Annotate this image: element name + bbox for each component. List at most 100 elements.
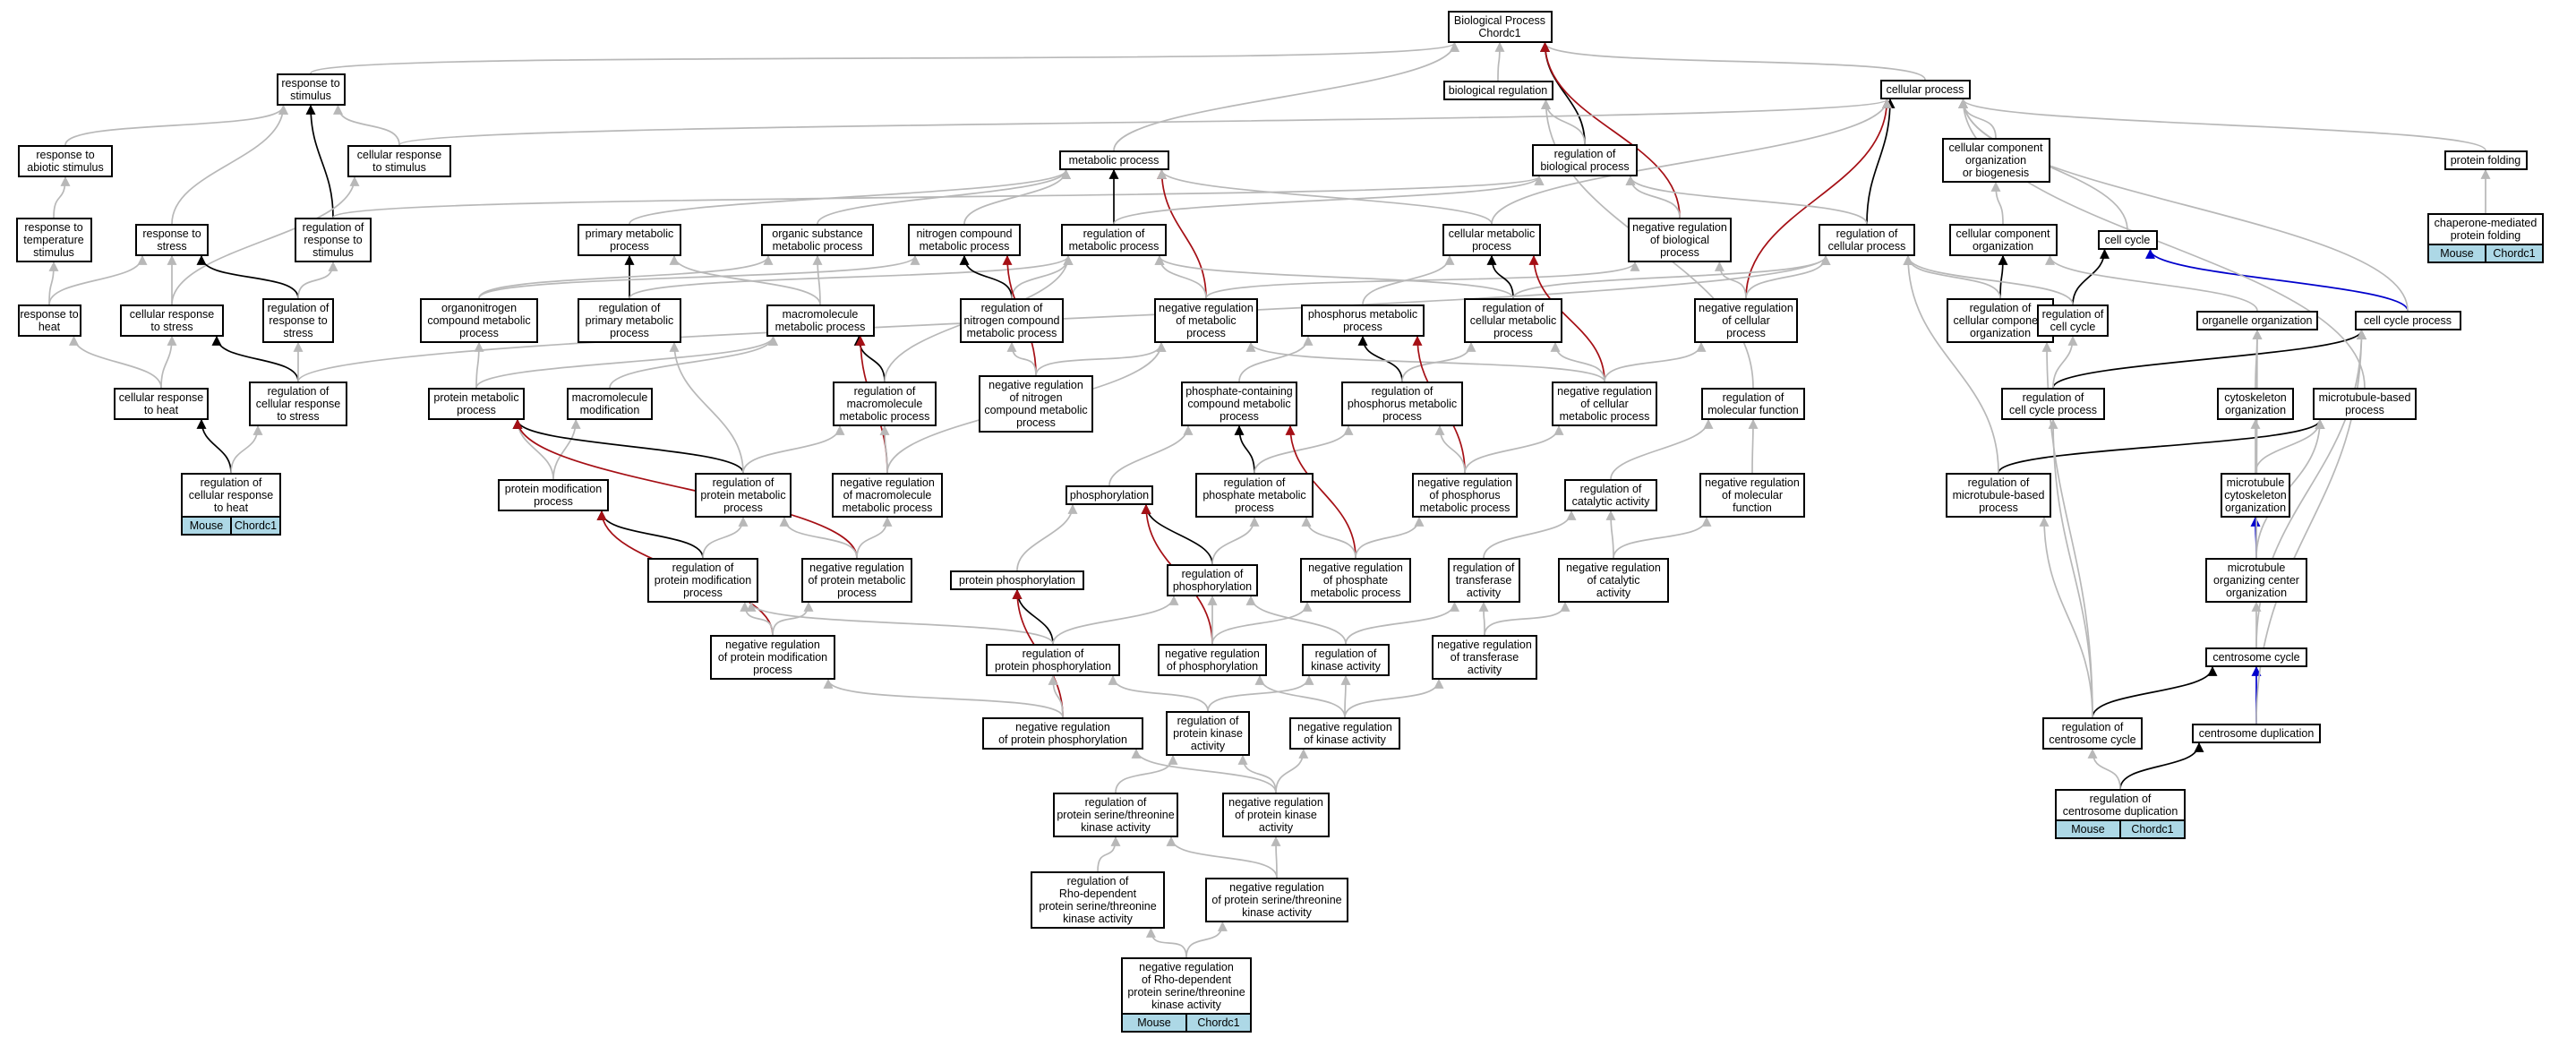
go-term-negregprotmod[interactable]: negative regulation of protein modificat…: [710, 635, 835, 680]
go-term-cellcycle[interactable]: cell cycle: [2097, 230, 2158, 250]
go-term-mtbased[interactable]: microtubule-based process: [2313, 388, 2417, 420]
go-term-protphos[interactable]: protein phosphorylation: [950, 570, 1084, 590]
go-term-regcellcycleproc[interactable]: regulation of cell cycle process: [2001, 388, 2105, 420]
go-term-organonitro[interactable]: organonitrogen compound metabolic proces…: [420, 298, 538, 343]
go-term-cellresptoheat[interactable]: cellular response to heat: [114, 388, 209, 420]
go-term-regphosmet[interactable]: regulation of phosphorus metabolic proce…: [1341, 382, 1463, 426]
go-term-negregmet[interactable]: negative regulation of metabolic process: [1154, 298, 1258, 343]
go-term-regprotserthr[interactable]: regulation of protein serine/threonine k…: [1053, 793, 1178, 837]
go-term-cellproc[interactable]: cellular process: [1879, 80, 1971, 99]
go-term-negregcellproc[interactable]: negative regulation of cellular process: [1694, 298, 1798, 343]
go-term-cco[interactable]: cellular component organization: [1948, 224, 2058, 256]
go-term-phosphorylation[interactable]: phosphorylation: [1065, 485, 1153, 505]
go-term-regcellproc[interactable]: regulation of cellular process: [1819, 224, 1915, 256]
go-term-nitro[interactable]: nitrogen compound metabolic process: [908, 224, 1021, 256]
go-term-regrho[interactable]: regulation of Rho-dependent protein seri…: [1031, 871, 1165, 929]
go-term-regcellcycle[interactable]: regulation of cell cycle: [2037, 304, 2109, 337]
go-term-regcentdup[interactable]: regulation of centrosome duplication: [2055, 789, 2186, 821]
go-term-regprimmet[interactable]: regulation of primary metabolic process: [578, 298, 681, 343]
go-term-regcellrespstress[interactable]: regulation of cellular response to stres…: [249, 382, 347, 426]
regulates-edge: [959, 254, 1013, 299]
go-term-ccob[interactable]: cellular component organization or bioge…: [1941, 138, 2050, 183]
go-term-negregphosmet[interactable]: negative regulation of phosphorus metabo…: [1412, 473, 1518, 518]
is-a-edge: [2045, 254, 2258, 312]
go-term-regphosphatemet[interactable]: regulation of phosphate metabolic proces…: [1195, 473, 1314, 518]
go-term-phosmet[interactable]: phosphorus metabolic process: [1301, 304, 1425, 337]
go-term-orgsub[interactable]: organic substance metabolic process: [761, 224, 874, 256]
go-term-regmtbased[interactable]: regulation of microtubule-based process: [1946, 473, 2051, 518]
go-term-regprotphos[interactable]: regulation of protein phosphorylation: [986, 644, 1120, 676]
go-term-regbio[interactable]: regulation of biological process: [1532, 144, 1638, 176]
go-term-respstim[interactable]: response to stimulus: [276, 73, 346, 106]
go-term-negregprotkinase[interactable]: negative regulation of protein kinase ac…: [1222, 793, 1330, 837]
go-term-phoscont[interactable]: phosphate-containing compound metabolic …: [1181, 382, 1297, 426]
go-term-regrespstress[interactable]: regulation of response to stress: [262, 298, 334, 343]
is-a-edge: [1048, 674, 1064, 718]
go-term-negregmolfunc[interactable]: negative regulation of molecular functio…: [1699, 473, 1805, 518]
go-term-negregphosphatemet[interactable]: negative regulation of phosphate metabol…: [1300, 558, 1411, 603]
go-term-cellrespstress[interactable]: cellular response to stress: [120, 304, 224, 337]
go-term-regkinase[interactable]: regulation of kinase activity: [1302, 644, 1390, 676]
go-term-negregkinase[interactable]: negative regulation of kinase activity: [1289, 717, 1400, 750]
go-term-negregnitro[interactable]: negative regulation of nitrogen compound…: [979, 375, 1093, 433]
go-term-biolreg[interactable]: biological regulation: [1442, 81, 1553, 100]
go-term-regcellresptoheat[interactable]: regulation of cellular response to heat: [181, 473, 281, 518]
go-term-regcatact[interactable]: regulation of catalytic activity: [1564, 479, 1657, 511]
is-a-edge: [779, 516, 858, 559]
go-term-regphosphorylation[interactable]: regulation of phosphorylation: [1167, 564, 1258, 596]
go-term-bp[interactable]: Biological Process Chordc1: [1447, 11, 1553, 43]
go-term-regmet[interactable]: regulation of metabolic process: [1061, 224, 1167, 256]
go-term-negregbio[interactable]: negative regulation of biological proces…: [1628, 218, 1732, 262]
go-term-regprotmod[interactable]: regulation of protein modification proce…: [647, 558, 758, 603]
go-term-negregcatact[interactable]: negative regulation of catalytic activit…: [1558, 558, 1669, 603]
go-term-protmod[interactable]: protein modification process: [498, 479, 609, 511]
go-term-respstress[interactable]: response to stress: [135, 224, 209, 256]
go-term-chaperone[interactable]: chaperone-mediated protein folding: [2427, 213, 2544, 245]
is-a-edge: [629, 254, 1074, 299]
go-term-negregmacromet[interactable]: negative regulation of macromolecule met…: [832, 473, 943, 518]
go-term-negregtransferase[interactable]: negative regulation of transferase activ…: [1432, 635, 1537, 680]
go-term-regrespstim[interactable]: regulation of response to stimulus: [295, 218, 372, 262]
go-term-resptemp[interactable]: response to temperature stimulus: [15, 218, 92, 262]
is-a-edge: [2252, 329, 2263, 559]
go-term-regcentcycle[interactable]: regulation of centrosome cycle: [2042, 717, 2143, 750]
go-term-negregprotserthr[interactable]: negative regulation of protein serine/th…: [1205, 878, 1348, 922]
go-term-organelleorg[interactable]: organelle organization: [2196, 311, 2318, 330]
go-term-mtoc[interactable]: microtubule organizing center organizati…: [2205, 558, 2307, 603]
go-term-cellrespstim[interactable]: cellular response to stimulus: [347, 145, 451, 177]
go-term-protfold[interactable]: protein folding: [2443, 150, 2528, 170]
regulates-edge: [211, 335, 299, 382]
go-term-regprotmet[interactable]: regulation of protein metabolic process: [695, 473, 792, 518]
is-a-edge: [1491, 98, 1892, 225]
go-term-respabio[interactable]: response to abiotic stimulus: [18, 145, 113, 177]
is-a-edge: [1990, 181, 2004, 225]
go-term-negregprotmet[interactable]: negative regulation of protein metabolic…: [801, 558, 912, 603]
go-term-protmet[interactable]: protein metabolic process: [428, 388, 525, 420]
go-term-cellmet[interactable]: cellular metabolic process: [1442, 224, 1541, 256]
go-term-regmolfunc[interactable]: regulation of molecular function: [1701, 388, 1805, 420]
go-term-centdup[interactable]: centrosome duplication: [2192, 724, 2321, 743]
go-term-negregprotphos[interactable]: negative regulation of protein phosphory…: [982, 717, 1143, 750]
go-term-macromet[interactable]: macromolecule metabolic process: [766, 304, 875, 337]
go-term-negregrho[interactable]: negative regulation of Rho-dependent pro…: [1121, 957, 1252, 1015]
go-term-cellcycleproc[interactable]: cell cycle process: [2354, 311, 2461, 330]
is-a-edge: [1211, 601, 1313, 645]
go-term-cytoorg[interactable]: cytoskeleton organization: [2217, 388, 2294, 420]
is-a-edge: [1745, 254, 1831, 299]
go-term-regtransferase[interactable]: regulation of transferase activity: [1447, 558, 1520, 603]
go-term-resptoheat[interactable]: response to heat: [17, 304, 81, 337]
go-term-regmacromet[interactable]: regulation of macromolecule metabolic pr…: [833, 382, 937, 426]
go-term-macromod[interactable]: macromolecule modification: [567, 388, 653, 420]
go-term-regnitro[interactable]: regulation of nitrogen compound metaboli…: [960, 298, 1064, 343]
go-term-centcycle[interactable]: centrosome cycle: [2205, 647, 2307, 667]
go-term-regcellmet[interactable]: regulation of cellular metabolic process: [1464, 298, 1562, 343]
go-term-metproc[interactable]: metabolic process: [1058, 150, 1169, 170]
go-term-negregphosphorylation[interactable]: negative regulation of phosphorylation: [1158, 644, 1267, 676]
go-term-primmet[interactable]: primary metabolic process: [578, 224, 681, 256]
go-term-regprotkinase[interactable]: regulation of protein kinase activity: [1166, 711, 1250, 756]
is-a-edge: [1271, 836, 1281, 879]
go-term-mtcyto[interactable]: microtubule cytoskeleton organization: [2221, 473, 2290, 518]
go-term-negregcellmet[interactable]: negative regulation of cellular metaboli…: [1552, 382, 1657, 426]
go-term-regccorg[interactable]: regulation of cellular component organiz…: [1947, 298, 2054, 343]
